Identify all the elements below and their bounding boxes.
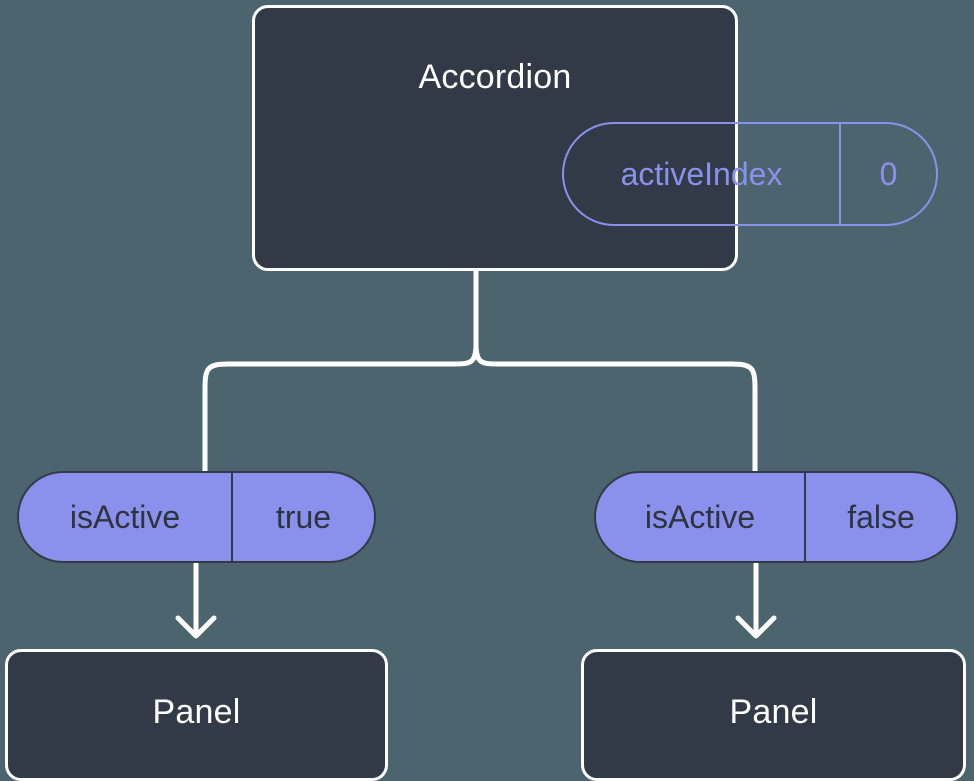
prop-pill-is-active-right[interactable]: isActive false [594, 471, 958, 563]
prop-pill-is-active-left[interactable]: isActive true [17, 471, 376, 563]
prop-pill-active-index-key: activeIndex [564, 124, 841, 224]
arrow-right-head-icon [735, 615, 777, 639]
prop-pill-is-active-right-value: false [847, 498, 915, 535]
node-panel-right[interactable]: Panel [581, 649, 966, 781]
node-accordion[interactable]: Accordion activeIndex 0 [252, 5, 938, 271]
connector-fork-left [202, 341, 479, 475]
prop-pill-is-active-left-value: true [275, 498, 332, 535]
node-panel-left[interactable]: Panel [5, 649, 388, 781]
arrow-left-head-icon [175, 615, 217, 639]
node-panel-right-title: Panel [729, 693, 818, 731]
connector-fork-right [473, 341, 758, 475]
node-accordion-title: Accordion [418, 58, 572, 96]
node-panel-left-title: Panel [152, 693, 241, 731]
prop-pill-is-active-left-key: isActive [19, 473, 233, 561]
prop-pill-active-index[interactable]: activeIndex 0 [562, 122, 938, 226]
prop-pill-is-active-right-key: isActive [596, 473, 806, 561]
prop-pill-active-index-value: 0 [879, 155, 898, 192]
